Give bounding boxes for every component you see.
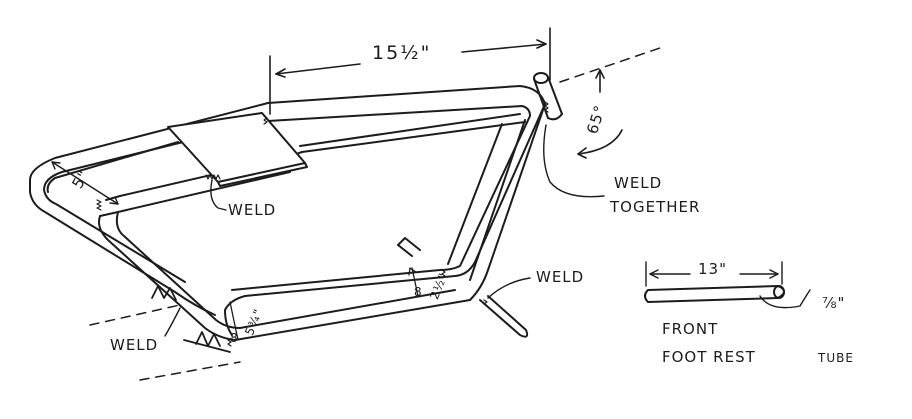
weld-together-label-1: WELD: [614, 174, 663, 192]
weld-marks: [96, 115, 488, 347]
foot-peg-tube: [397, 237, 529, 338]
lower-a-sub: 8: [230, 331, 239, 345]
front-width-dimension: [51, 161, 119, 205]
center-lines: [89, 47, 661, 381]
leader-lines: [164, 124, 811, 337]
lower-b-sub: 8: [414, 285, 423, 299]
foot-rest-tube: [644, 285, 785, 303]
weld-right-label: WELD: [536, 268, 585, 286]
top-length-dimension: [269, 27, 551, 115]
angle-dimension: [577, 69, 623, 159]
tube-size-label: ⅞": [822, 294, 846, 312]
foot-rest-title-2: FOOT REST: [662, 348, 756, 366]
left-brackets: [151, 285, 231, 353]
top-plate: [167, 112, 308, 187]
weld-together-label-2: TOGETHER: [610, 198, 701, 216]
rear-stub-tube: [533, 72, 563, 121]
foot-rest-dimension: [645, 261, 783, 287]
foot-rest-length-label: 13": [698, 260, 727, 278]
tube-label: TUBE: [818, 351, 854, 365]
top-length-label: 15½": [372, 42, 432, 64]
weld-plate-label: WELD: [228, 201, 277, 219]
lower-dimensions: [229, 267, 419, 341]
foot-rest-title-1: FRONT: [662, 320, 719, 338]
frame-tube: [29, 85, 546, 341]
weld-left-label: WELD: [110, 336, 159, 354]
